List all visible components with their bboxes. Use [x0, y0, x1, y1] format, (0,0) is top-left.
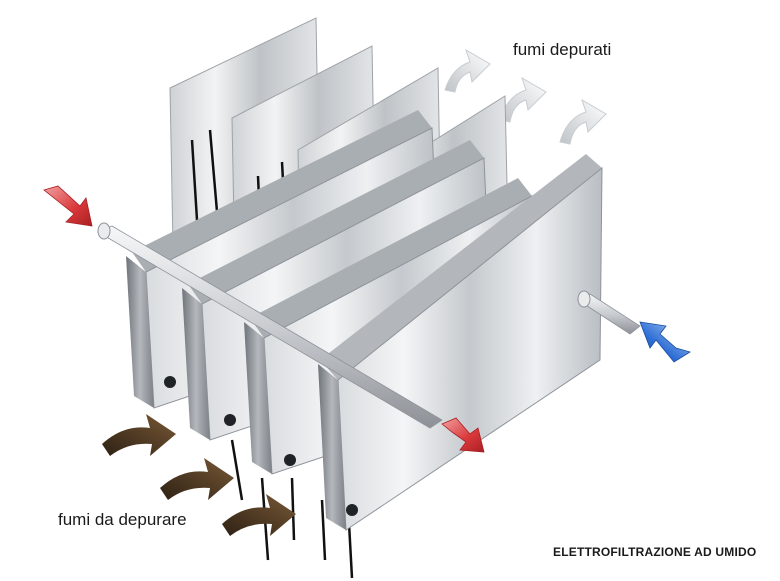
dirty-gas-arrow-1 — [102, 414, 176, 456]
ground-symbol — [164, 376, 176, 388]
plate-4 — [318, 154, 603, 531]
dirty-fumes-label: fumi da depurare — [58, 510, 187, 529]
diagram-title: ELETTROFILTRAZIONE AD UMIDO — [553, 545, 757, 559]
ground-symbol — [346, 504, 358, 516]
water-inlet-arrow — [43, 185, 93, 227]
clean-gas-arrow-3 — [559, 98, 607, 145]
ground-symbol — [284, 454, 296, 466]
dirty-gas-arrow-3 — [222, 494, 296, 536]
ground-symbol — [224, 414, 236, 426]
wire — [320, 499, 327, 561]
clean-gas-arrow-1 — [444, 48, 491, 93]
water-inlet-blue-arrow — [639, 321, 691, 363]
clean-gas-arrow-2 — [499, 76, 547, 123]
clean-fumes-label: fumi depurati — [513, 40, 612, 59]
clean-gas-arrows — [444, 48, 607, 145]
wire — [230, 439, 244, 501]
dirty-gas-arrow-2 — [160, 458, 234, 500]
water-outlet-arrow — [441, 417, 485, 453]
dirty-gas-arrows — [102, 414, 296, 536]
wire — [290, 477, 296, 541]
spray-pipe — [97, 222, 641, 429]
